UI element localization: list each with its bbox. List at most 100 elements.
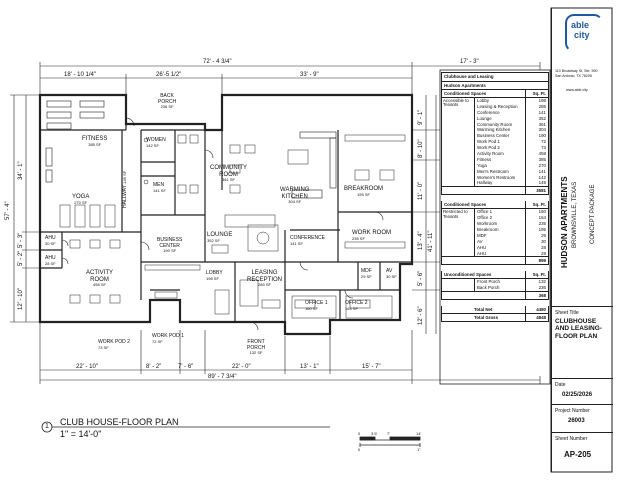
schedule-project: Hudson Apartments	[441, 82, 549, 90]
schedule-room-name: AHU	[477, 250, 487, 256]
dim-bot-seg5: 13' - 1"	[300, 364, 319, 370]
sheet-number-label: Sheet Number	[555, 436, 588, 442]
area-schedule: Clubhouse and Leasing Hudson Apartments …	[441, 72, 549, 323]
restroom-fixtures	[143, 134, 199, 194]
schedule-room-area: 141	[525, 168, 548, 175]
schedule-room-area: 164	[525, 215, 548, 222]
dimension-lines	[10, 62, 541, 384]
schedule-room-area: 190	[525, 133, 548, 140]
dim-right-b: 8' - 10"	[418, 139, 424, 158]
date-value: 02/25/2026	[562, 392, 593, 398]
schedule-row: Work Pod 1 72	[475, 139, 548, 146]
sheet-title-label: Sheet Title	[555, 310, 579, 316]
schedule-room-area: 352	[525, 115, 548, 122]
schedule-room-name: Work Pod 1	[477, 139, 500, 145]
schedule-room-area: 72	[525, 139, 548, 146]
schedule-room-area: 361	[525, 121, 548, 128]
schedule-row: AHU 29	[475, 250, 548, 257]
schedule-group-name: Accessible to Tenants	[442, 98, 475, 187]
schedule-room-name: Hallway	[477, 180, 493, 186]
schedule-room-name: AHU	[477, 244, 487, 250]
schedule-room-name: MDF	[477, 232, 487, 238]
dim-top-seg3: 33' - 9"	[300, 72, 319, 78]
schedule-room-area: 285	[525, 103, 548, 110]
scale-bar	[359, 436, 421, 447]
schedule-room-area: 198	[525, 98, 548, 104]
community-furniture	[224, 144, 309, 228]
dim-top-seg2: 26'-5 1/2"	[156, 72, 182, 78]
break-furniture	[344, 134, 406, 249]
scale-zero: 0	[358, 447, 361, 452]
logo-text-bottom: city	[574, 30, 590, 40]
title-callout	[41, 421, 330, 433]
schedule-room-name: Leasing & Reception	[477, 103, 518, 109]
project-location: BROWNSVILLE, TEXAS	[572, 181, 578, 248]
scale-tick-2: 7'	[387, 431, 390, 436]
schedule-room-area: 160	[525, 209, 548, 216]
schedule-row: Community Room 361	[475, 121, 548, 128]
room-hallway: HALLWAY 149 SF	[122, 170, 128, 208]
dim-top-seg1: 18' - 10 1/4"	[64, 72, 96, 78]
dim-left-a: 5' - 3"	[18, 232, 24, 248]
schedule-row: Men's Restroom 141	[475, 168, 548, 175]
dim-bot-seg4: 22' - 0"	[232, 364, 251, 370]
schedule-room-area: 304	[525, 127, 548, 134]
leasing-desks	[214, 279, 281, 315]
schedule-room-area: 458	[525, 151, 548, 157]
dim-right-a: 9' - 1"	[418, 109, 424, 125]
office-address-2: San Antonio, TX 78205	[555, 74, 592, 78]
logo-text-top: able	[571, 20, 590, 30]
dim-bot-seg3: 7' - 6"	[178, 364, 194, 370]
schedule-room-area: 235	[525, 221, 548, 228]
schedule-room-name: Office 1	[477, 209, 493, 215]
schedule-room-name: AV	[477, 238, 483, 244]
schedule-restricted-total: 899	[441, 257, 549, 266]
office-website: www.able.city	[566, 88, 588, 92]
dim-right-c: 11' - 0"	[418, 181, 424, 200]
dim-bot-total: 89' - 7 3/4"	[208, 374, 237, 380]
schedule-room-area: 29	[525, 250, 548, 257]
dim-top-right: 17' - 3"	[460, 59, 479, 65]
scale-inch: 1"	[417, 447, 421, 452]
schedule-room-name: Men's Restroom	[477, 168, 509, 174]
schedule-room-name: Community Room	[477, 121, 513, 127]
schedule-row: Leasing & Reception 285	[475, 103, 548, 110]
dim-bot-seg1: 22' - 10"	[76, 364, 98, 370]
schedule-room-name: Fitness	[477, 156, 492, 162]
schedule-room-name: Breakroom	[477, 227, 499, 233]
exterior-walls	[38, 93, 414, 336]
schedule-room-name: Back Porch	[477, 285, 500, 291]
dim-top-total: 72' - 4 3/4"	[203, 59, 232, 65]
